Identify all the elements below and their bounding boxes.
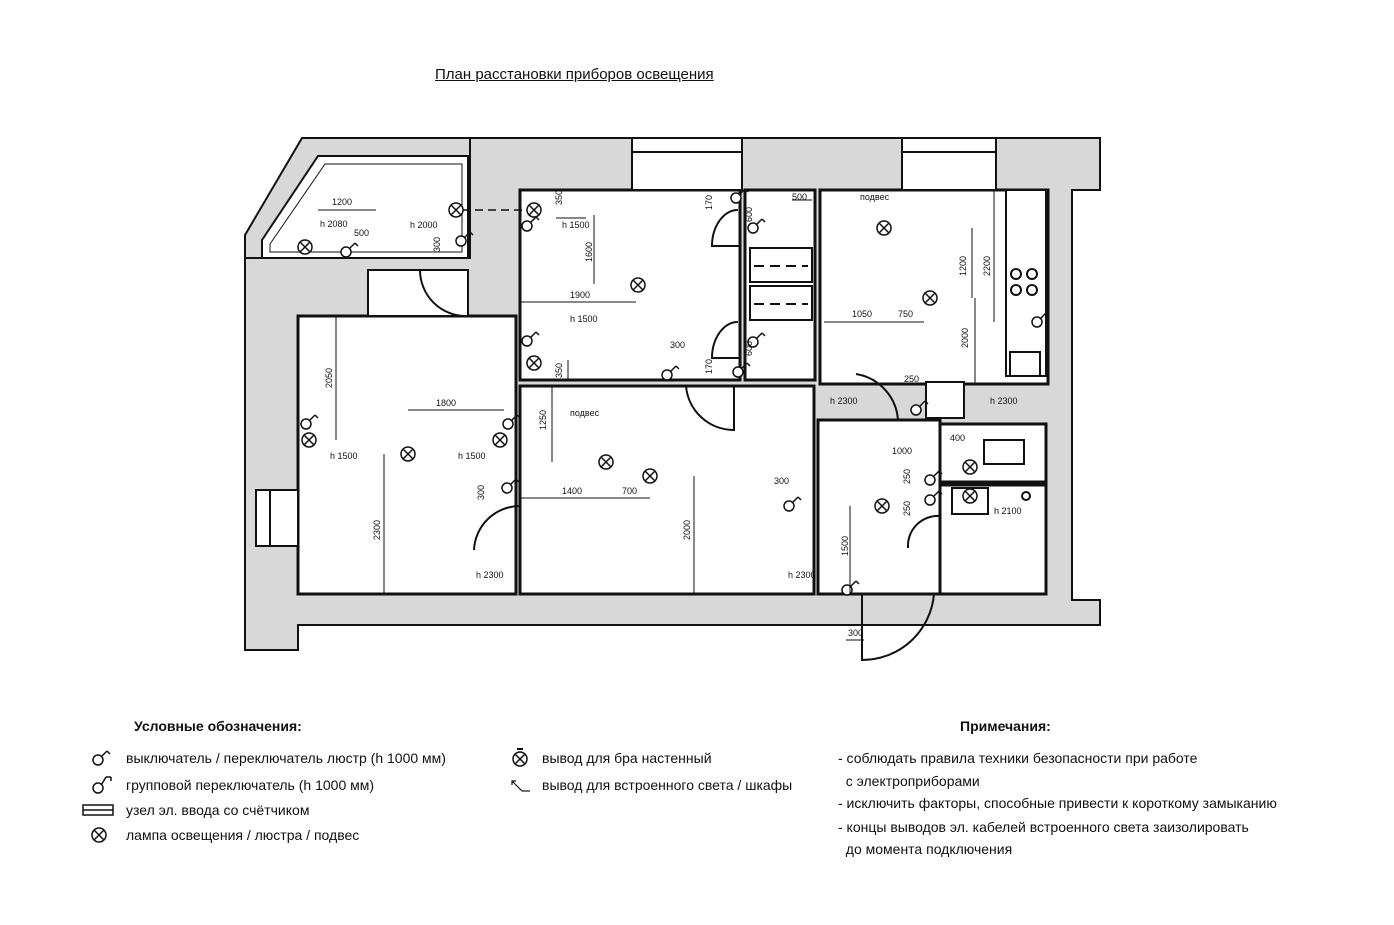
- lamp-icon: [492, 432, 508, 448]
- dim-label: 350: [554, 190, 564, 205]
- dim-label: 500: [354, 228, 369, 238]
- dim-label: 1050: [852, 309, 872, 319]
- lamp-icon: [301, 432, 317, 448]
- dim-label: 300: [774, 476, 789, 486]
- lamp-icon: [526, 355, 542, 371]
- dim-label: h 1500: [330, 451, 358, 461]
- dim-label: 400: [950, 433, 965, 443]
- dim-label: 170: [704, 359, 714, 374]
- dim-label: h 2300: [476, 570, 504, 580]
- legend-label: вывод для встроенного света / шкафы: [542, 777, 793, 793]
- note-line: - исключить факторы, способные привести …: [838, 795, 1277, 811]
- lamp-icon: [962, 459, 978, 475]
- dim-label: h 2300: [830, 396, 858, 406]
- dim-label: 600: [744, 207, 754, 222]
- dim-label: 300: [670, 340, 685, 350]
- lamp-icon: [526, 202, 542, 218]
- dim-label: h 2300: [990, 396, 1018, 406]
- legend-label: вывод для бра настенный: [542, 750, 712, 766]
- dim-label: 300: [476, 485, 486, 500]
- lamp-icon: [91, 827, 107, 843]
- legend-item: выключатель / переключатель люстр (h 100…: [80, 746, 446, 770]
- lamp-icon: [400, 446, 416, 462]
- lamp-icon: [297, 239, 313, 255]
- note-line: - соблюдать правила техники безопасности…: [838, 750, 1198, 766]
- dimension-lines: [318, 190, 995, 641]
- dim-label: 2200: [982, 256, 992, 276]
- dim-label: 170: [704, 195, 714, 210]
- balcony: [244, 137, 471, 259]
- meter-node-icon: [82, 804, 114, 816]
- switch-icon: [92, 750, 111, 766]
- builtin-light-icon: [511, 780, 530, 792]
- dim-label: h 1500: [562, 220, 590, 230]
- dim-label: 350: [554, 363, 564, 378]
- dim-label: 250: [902, 501, 912, 516]
- dim-label: 750: [898, 309, 913, 319]
- legend-title: Условные обозначения:: [134, 718, 302, 734]
- dim-label: h 1500: [570, 314, 598, 324]
- dim-label: 1900: [570, 290, 590, 300]
- dim-label: 300: [432, 237, 442, 252]
- legend-label: выключатель / переключатель люстр (h 100…: [126, 750, 446, 766]
- lamp-icon: [874, 498, 890, 514]
- lamp-icon: [642, 468, 658, 484]
- dim-label: 1400: [562, 486, 582, 496]
- lamp-icon: [598, 454, 614, 470]
- lamp-icon: [448, 202, 464, 218]
- rooms: [296, 188, 1050, 596]
- dim-label: 1250: [538, 410, 548, 430]
- dim-label: 1500: [840, 536, 850, 556]
- dim-label: 1200: [332, 197, 352, 207]
- legend-label: групповой переключатель (h 1000 мм): [126, 777, 375, 793]
- dim-label: 300: [848, 628, 863, 638]
- doors: [419, 209, 941, 662]
- note-line: с электроприборами: [838, 773, 980, 789]
- dim-label: h 1500: [458, 451, 486, 461]
- legend-label: лампа освещения / люстра / подвес: [126, 827, 360, 843]
- dim-label: 2000: [682, 520, 692, 540]
- legend-item: вывод для бра настенный: [496, 746, 712, 770]
- dim-label: 500: [792, 192, 807, 202]
- dim-label: подвес: [570, 408, 600, 418]
- lamp-icon: [922, 290, 938, 306]
- dim-label: h 2000: [410, 220, 438, 230]
- dim-label: h 2080: [320, 219, 348, 229]
- lamp-icon: [876, 220, 892, 236]
- lamp-icon: [630, 277, 646, 293]
- dim-label: 2000: [960, 328, 970, 348]
- dimension-labels: 1200 h 2080 500 h 2000 300 350 h 1500 16…: [320, 190, 1022, 638]
- dim-label: 250: [902, 469, 912, 484]
- dim-label: h 2100: [994, 506, 1022, 516]
- legend-item: лампа освещения / люстра / подвес: [80, 823, 359, 847]
- legend-label: узел эл. ввода со счётчиком: [126, 802, 310, 818]
- dim-label: 1000: [892, 446, 912, 456]
- dim-label: 2300: [372, 520, 382, 540]
- dim-label: 700: [622, 486, 637, 496]
- dim-label: подвес: [860, 192, 890, 202]
- legend-item: узел эл. ввода со счётчиком: [80, 798, 309, 822]
- dim-label: 1200: [958, 256, 968, 276]
- dim-label: 1600: [584, 242, 594, 262]
- plan-title: План расстановки приборов освещения: [435, 66, 714, 83]
- dim-label: 1800: [436, 398, 456, 408]
- windows: [255, 137, 997, 547]
- fixtures: [749, 189, 1047, 515]
- dim-label: 2050: [324, 368, 334, 388]
- note-line: - концы выводов эл. кабелей встроенного …: [838, 819, 1249, 835]
- dim-label: 600: [744, 341, 754, 356]
- dim-label: 250: [904, 374, 919, 384]
- dim-label: h 2300: [788, 570, 816, 580]
- note-line: до момента подключения: [838, 841, 1013, 857]
- wall-sconce-icon: [512, 748, 528, 767]
- legend-item: вывод для встроенного света / шкафы: [496, 773, 792, 797]
- notes-title: Примечания:: [960, 718, 1051, 734]
- group-switch-icon: [92, 776, 112, 794]
- lamp-icon: [962, 488, 978, 504]
- legend-item: групповой переключатель (h 1000 мм): [80, 773, 374, 797]
